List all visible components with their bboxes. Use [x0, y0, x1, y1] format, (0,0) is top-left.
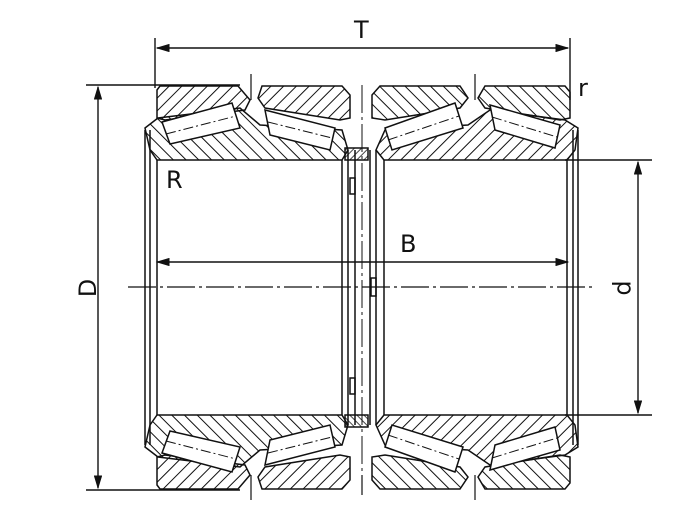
rollers-bottom — [161, 424, 561, 473]
label-R: R — [166, 166, 183, 194]
lube-hole-marks — [250, 74, 476, 500]
label-T: T — [354, 16, 369, 44]
inner-bore-lines — [144, 130, 579, 445]
label-D: D — [74, 278, 103, 298]
rollers-top — [161, 102, 561, 151]
dimension-d — [565, 159, 652, 416]
dimension-D — [86, 84, 240, 491]
label-d: d — [608, 280, 637, 296]
outer-ring-top-right — [371, 85, 571, 121]
dimension-T — [154, 38, 571, 100]
label-B: B — [400, 230, 417, 258]
outer-ring-bottom — [156, 454, 571, 490]
label-r: r — [578, 74, 588, 102]
